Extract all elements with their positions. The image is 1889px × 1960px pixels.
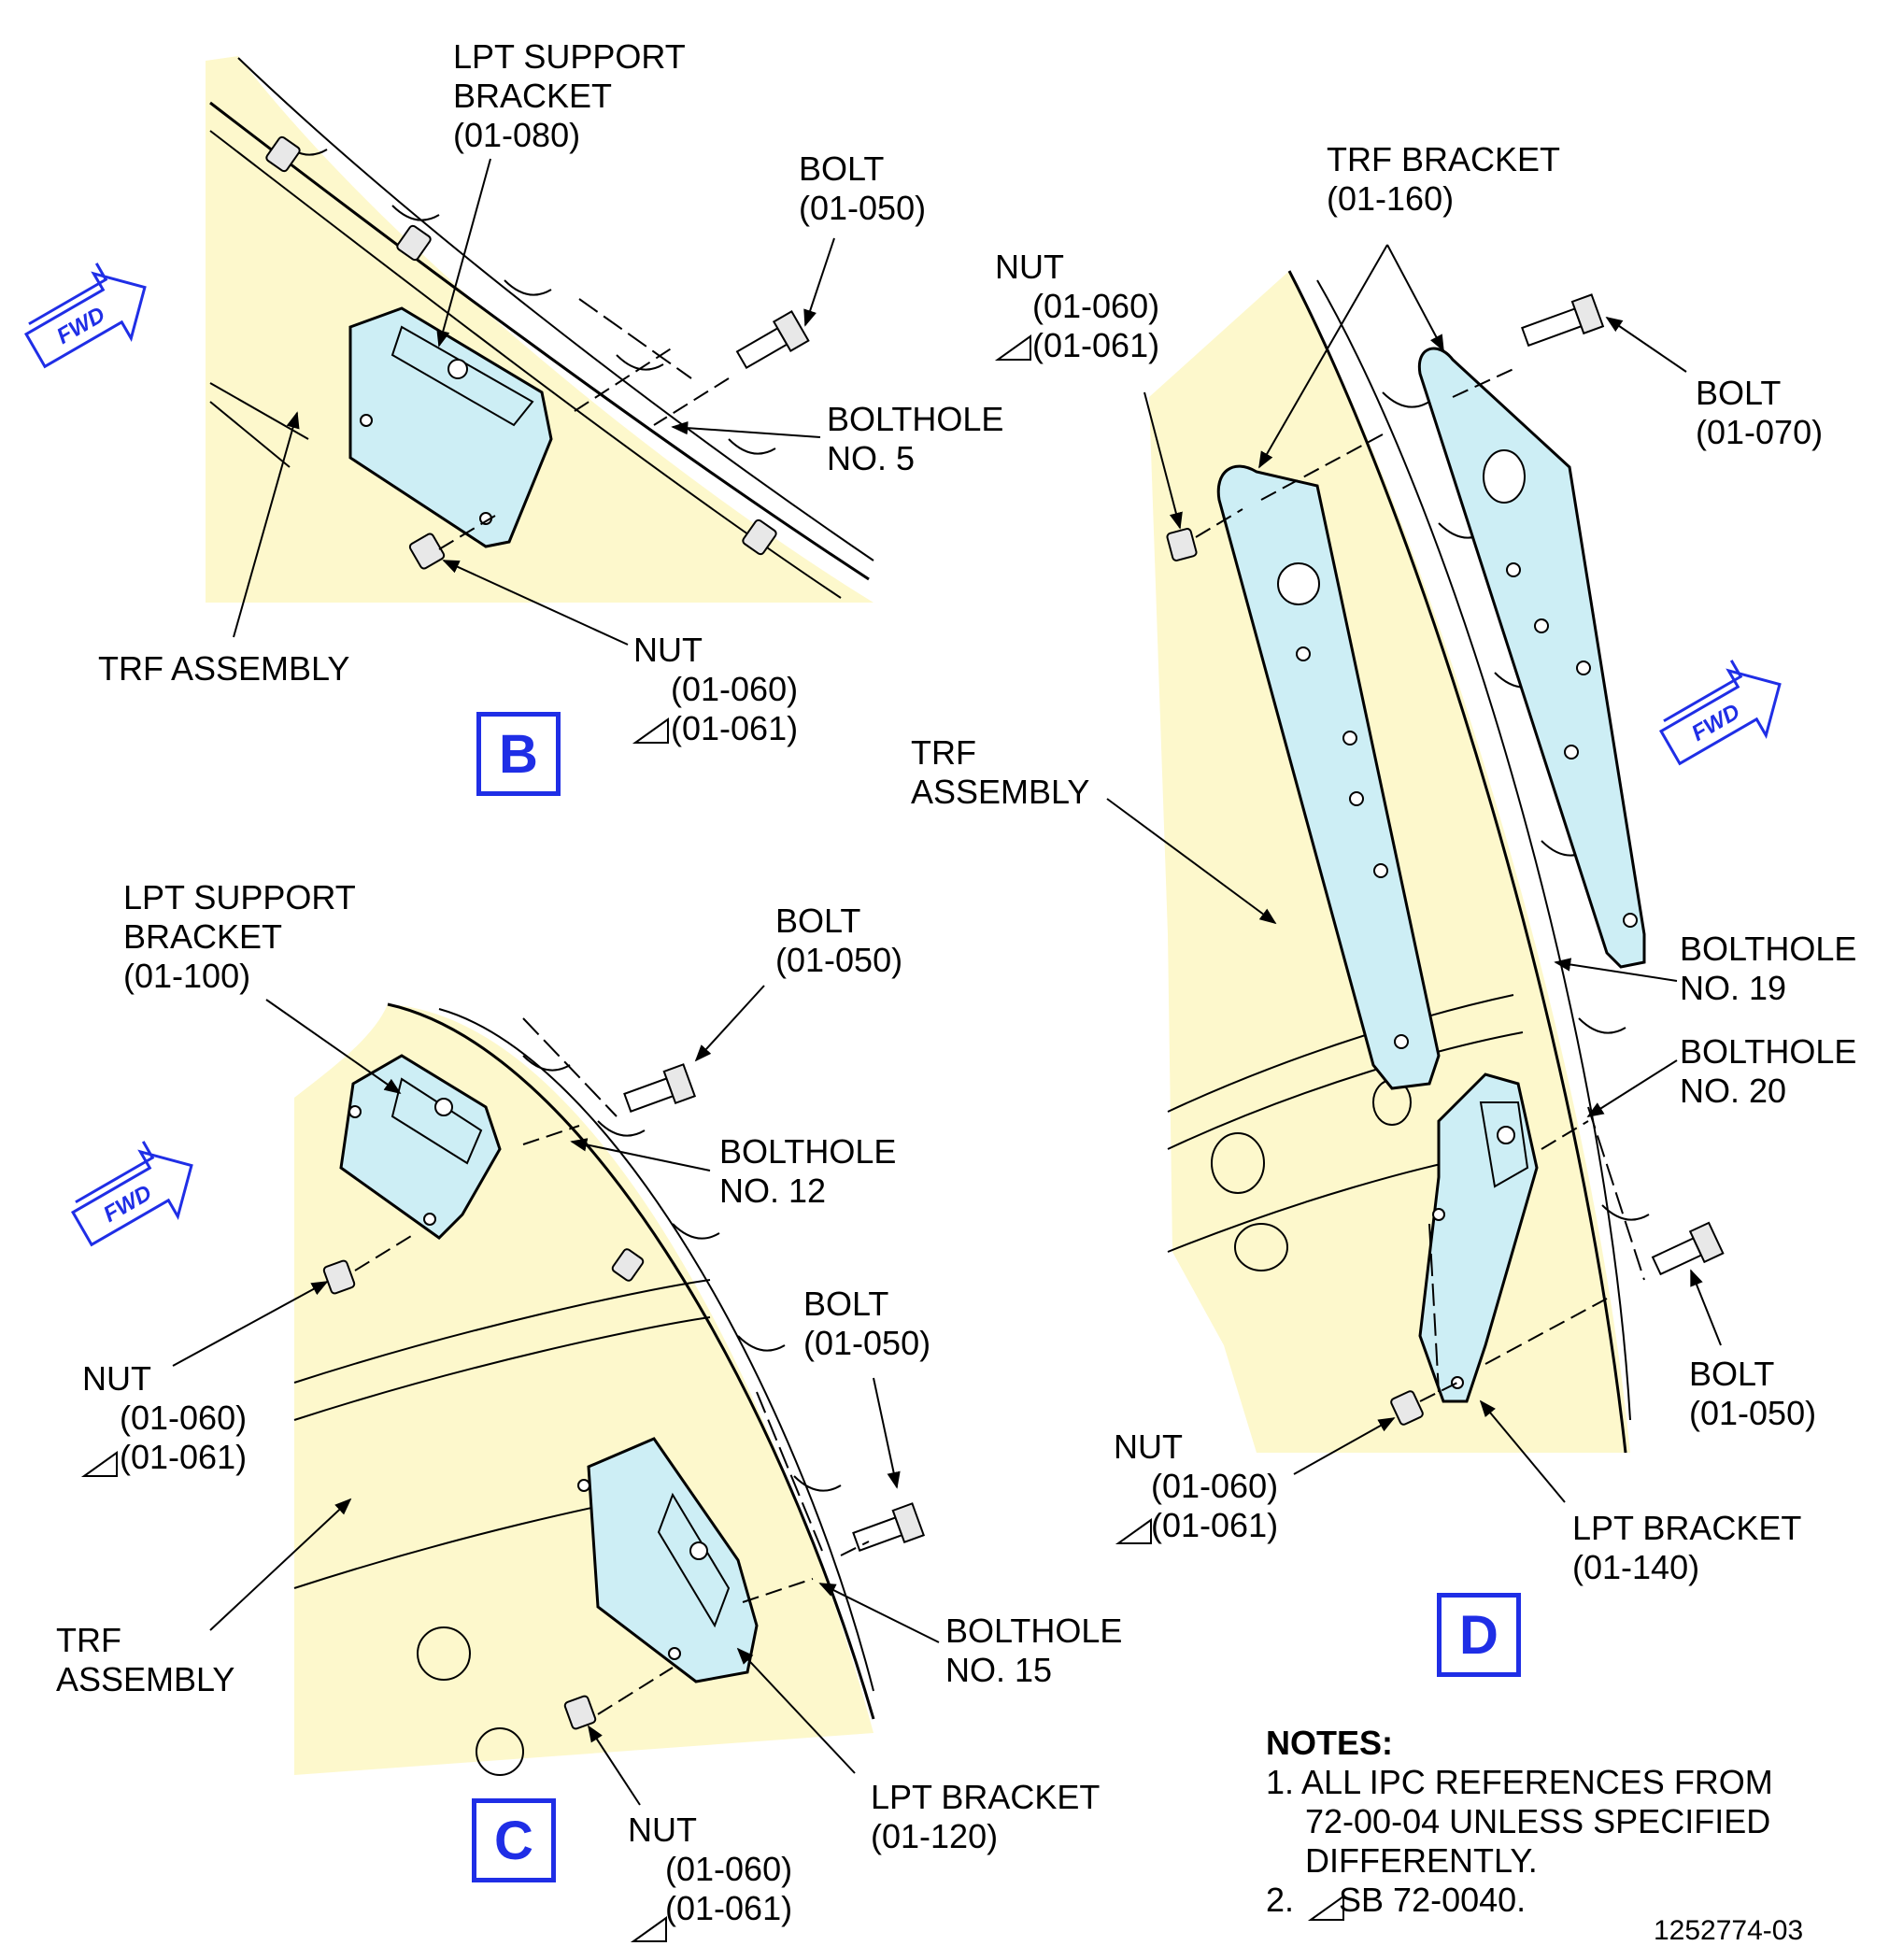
view-d-nut-top	[1166, 528, 1198, 561]
view-b-leader-bolthole	[671, 420, 821, 438]
view-c-bolt-lower	[852, 1502, 926, 1552]
view-b-nut-label: NUT(01-060)(01-061)	[633, 631, 799, 747]
view-b-drawing: FWD	[23, 56, 874, 646]
view-d-trf-bracket-left	[1216, 464, 1441, 1090]
view-d-leader-nut-top	[1143, 391, 1183, 530]
note-1-line-1: 1. ALL IPC REFERENCES FROM	[1266, 1763, 1773, 1801]
view-c-box: C	[472, 1798, 556, 1882]
note-1-line-3: DIFFERENTLY.	[1305, 1841, 1538, 1880]
view-c-nut-bottom	[563, 1695, 597, 1730]
view-b-fwd-arrow-icon: FWD	[23, 263, 147, 369]
view-c-lpt-bracket-label: LPT BRACKET(01-120)	[871, 1778, 1101, 1855]
view-c-nut-bottom-label: NUT(01-060)(01-061)	[628, 1811, 793, 1927]
notes-title: NOTES:	[1266, 1724, 1394, 1762]
view-c-bolt-lower-label: BOLT(01-050)	[803, 1285, 931, 1362]
note-2-number: 2.	[1266, 1881, 1295, 1919]
view-b-box: B	[476, 712, 561, 796]
view-d-leader-trf-bracket-b	[1386, 244, 1444, 352]
view-d-bolt-050-label: BOLT(01-050)	[1689, 1355, 1817, 1432]
view-d-lpt-bracket-label: LPT BRACKET(01-140)	[1572, 1509, 1802, 1586]
view-c-drawing: FWD	[70, 985, 940, 1806]
view-c-nut-left-label: NUT(01-060)(01-061)	[82, 1359, 248, 1476]
view-c-leader-trf	[209, 1498, 352, 1631]
view-d-bolt-070-label: BOLT(01-070)	[1696, 374, 1824, 451]
view-d-nut-bottom	[1390, 1390, 1424, 1426]
view-b-bolt-label: BOLT(01-050)	[799, 149, 927, 227]
view-c-bolt-upper	[623, 1063, 697, 1113]
view-d-leader-trf	[1106, 798, 1277, 925]
view-d-leader-nut-bottom	[1293, 1417, 1396, 1475]
view-b-leader-bolt	[803, 237, 835, 327]
view-b-bolt	[735, 310, 810, 370]
view-b-leader-nut	[442, 560, 629, 646]
view-b-nut	[408, 533, 446, 570]
view-c-leader-bolthole-15	[818, 1583, 940, 1643]
note-2-text: SB 72-0040.	[1339, 1881, 1527, 1919]
view-b-trf-assembly-label: TRF ASSEMBLY	[98, 649, 350, 688]
view-b-lpt-support-bracket	[348, 306, 553, 548]
view-d-nut-bottom-label: NUT(01-060)(01-061)	[1114, 1427, 1279, 1544]
view-c-leader-nut-left	[172, 1281, 329, 1367]
note-2: 2. SB 72-0040.	[1266, 1881, 1773, 1920]
view-d-leader-bolthole-19	[1554, 958, 1678, 982]
view-c-leader-lpt-bracket	[736, 1647, 856, 1774]
view-d-bolt-070	[1521, 293, 1605, 348]
view-c-lpt-support-bracket	[339, 1054, 502, 1240]
view-d-leader-trf-bracket-a	[1258, 244, 1388, 469]
view-d-leader-bolt-050	[1690, 1269, 1722, 1346]
revision-delta-icons	[80, 334, 1344, 1942]
view-c-leader-bolt-lower	[873, 1377, 901, 1489]
note-1-line-2: 72-00-04 UNLESS SPECIFIED	[1305, 1802, 1771, 1840]
view-d-nut-top-label: NUT(01-060)(01-061)	[995, 248, 1160, 364]
view-c-leader-bolthole-12	[570, 1138, 711, 1172]
view-d-drawing: FWD	[1106, 244, 1782, 1503]
view-d-fwd-arrow-icon: FWD	[1658, 660, 1782, 766]
view-c-leader-bolt-upper	[694, 985, 765, 1062]
notes-block: NOTES: 1. ALL IPC REFERENCES FROM 72-00-…	[1266, 1724, 1773, 1920]
view-c-fwd-arrow-icon: FWD	[70, 1141, 193, 1247]
view-c-bolt-upper-label: BOLT(01-050)	[775, 902, 903, 979]
view-b-leader-trf-a	[233, 411, 300, 638]
view-d-leader-bolthole-20	[1586, 1059, 1678, 1117]
view-d-bolt-050	[1651, 1221, 1725, 1276]
view-d-trf-bracket-right	[1417, 347, 1646, 969]
view-b-leader-support-bracket	[436, 158, 491, 348]
view-c-leader-support-bracket	[265, 999, 402, 1095]
view-c-leader-nut-bottom	[588, 1725, 641, 1806]
view-d-leader-lpt-bracket	[1479, 1399, 1566, 1503]
figure-number: 1252774-03	[1654, 1915, 1804, 1946]
view-d-box: D	[1437, 1593, 1521, 1677]
view-d-leader-bolt-070	[1605, 316, 1687, 373]
view-d-trf-bracket-label: TRF BRACKET(01-160)	[1327, 140, 1561, 218]
